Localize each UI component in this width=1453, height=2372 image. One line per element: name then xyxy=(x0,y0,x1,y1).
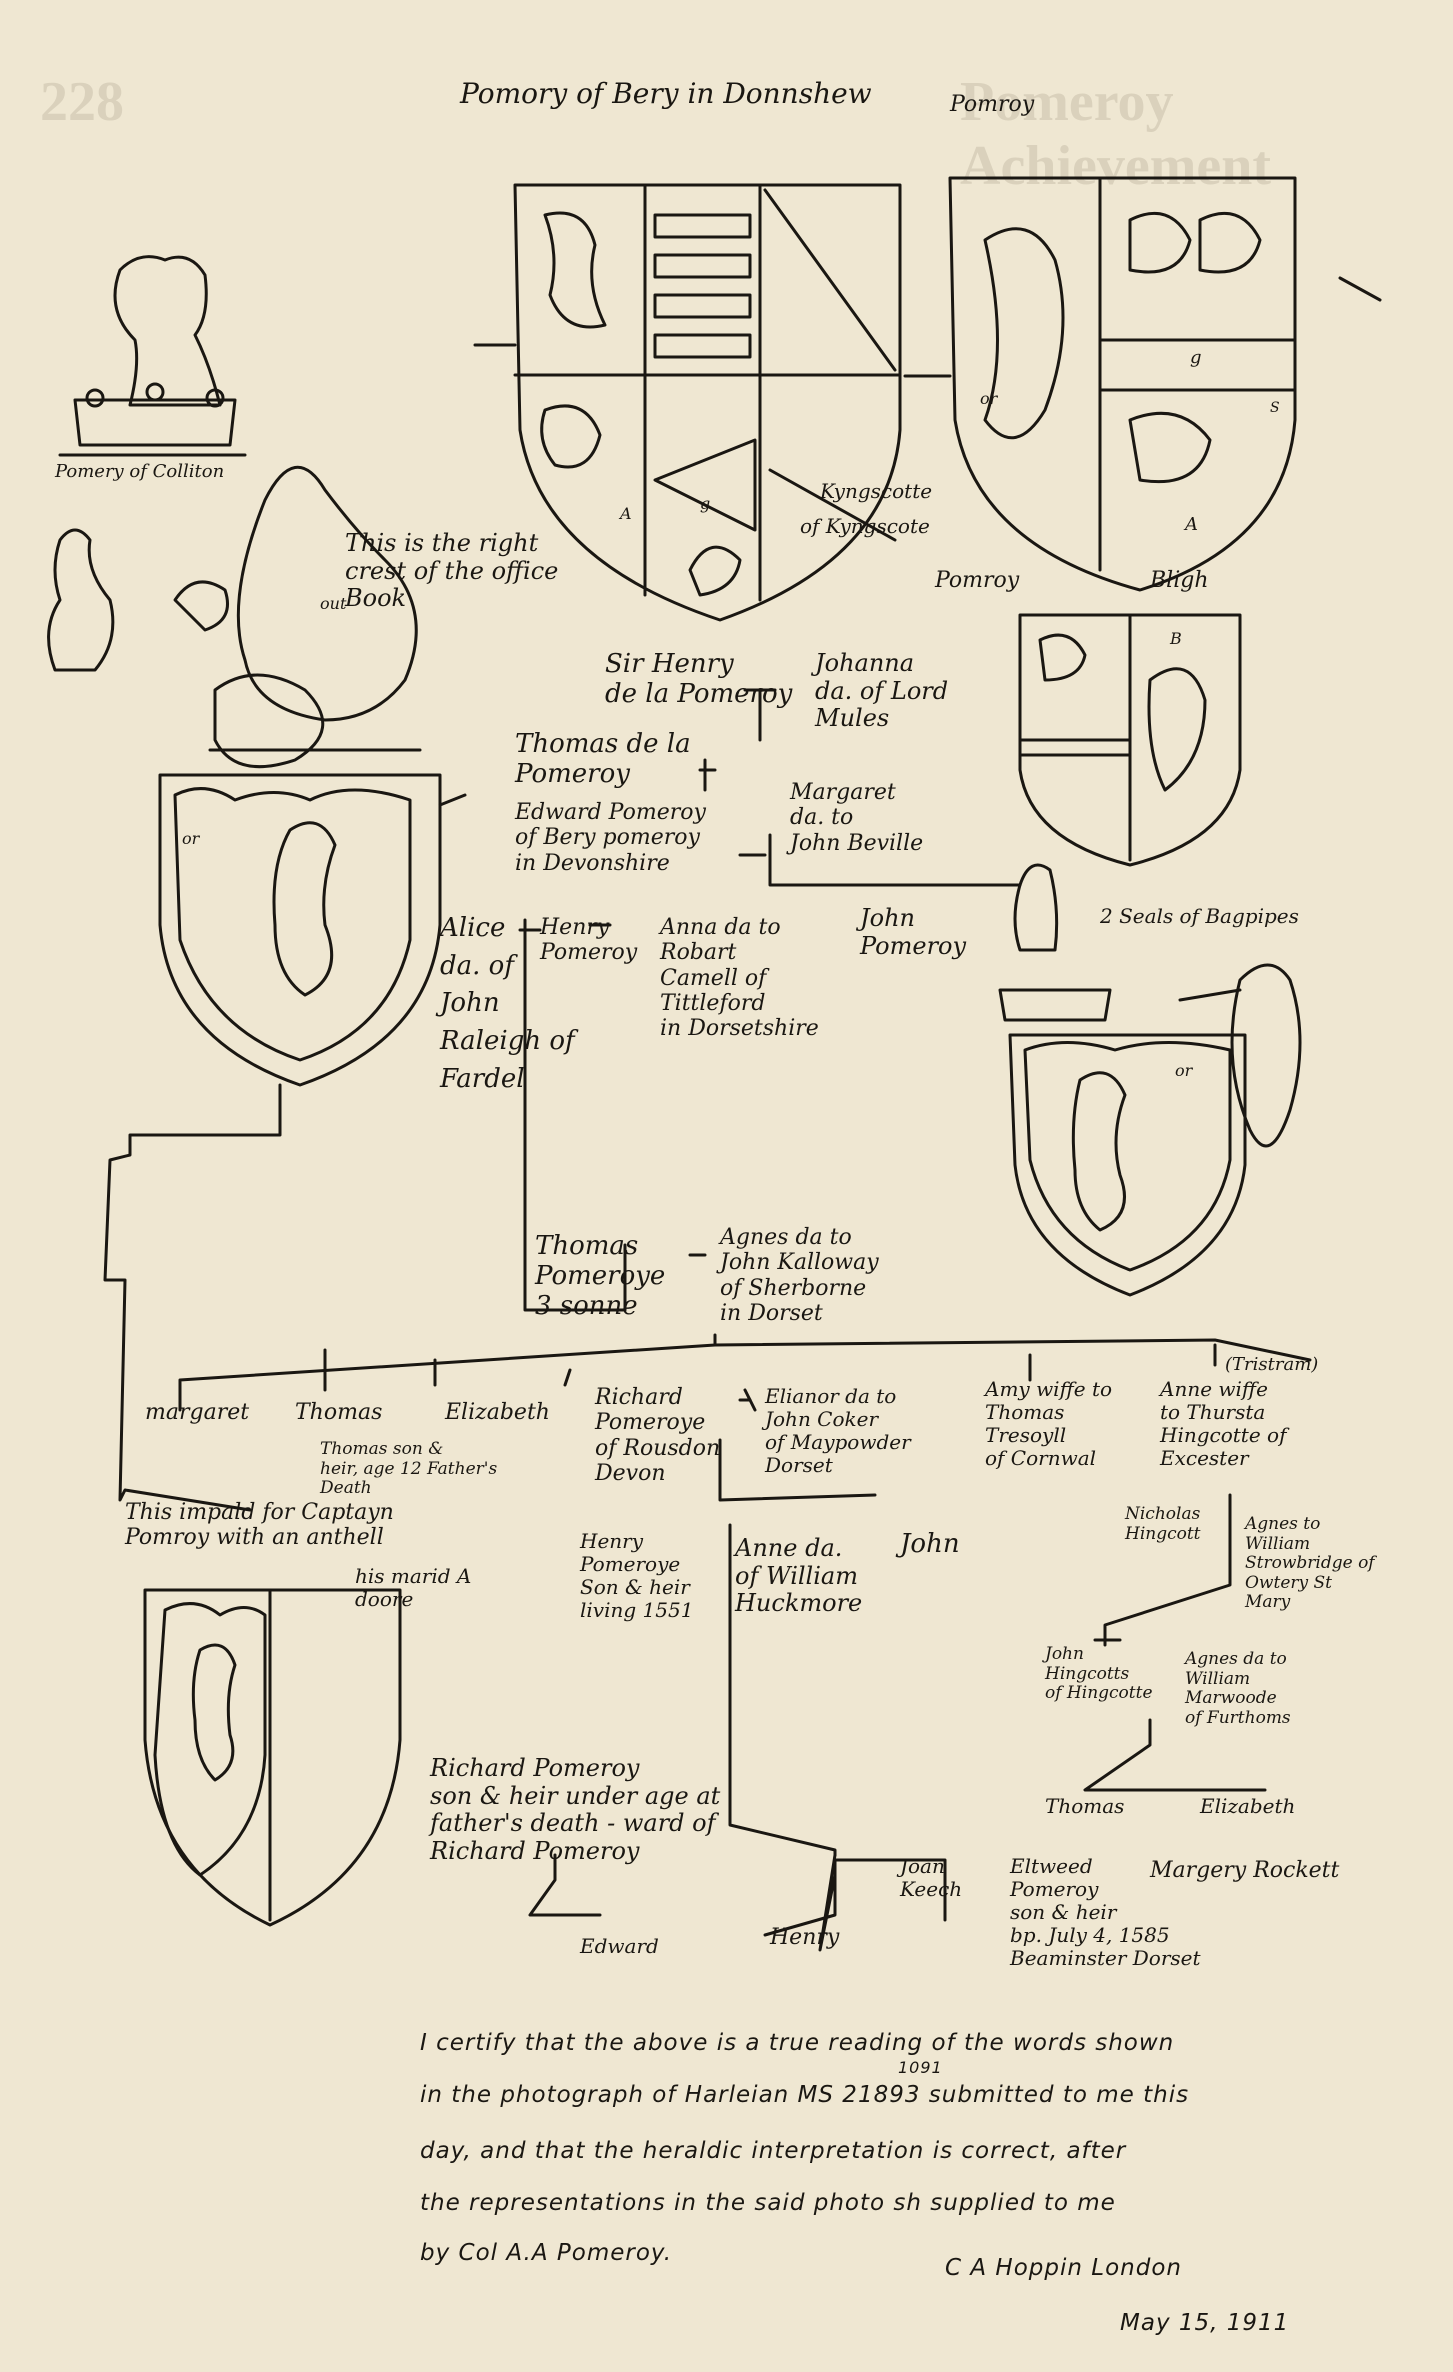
crest-bird-right xyxy=(998,863,1302,1148)
gen7-sibling: John xyxy=(900,1529,960,1559)
crest-colliton xyxy=(58,255,247,457)
married-note: his marid A doore xyxy=(355,1564,472,1611)
crest-out-note: out xyxy=(320,594,347,613)
gen5-husband: Thomas Pomeroye 3 sonne xyxy=(535,1231,666,1321)
tincture-or-3: or xyxy=(1175,1061,1193,1080)
gen4-sibling: John Pomeroy xyxy=(860,904,967,960)
shield-pomeroy-lion-right xyxy=(1008,1033,1247,1297)
gen9-edward: Edward xyxy=(580,1934,659,1958)
gen8: Richard Pomeroy son & heir under age at … xyxy=(430,1754,721,1865)
gen3-wife: Margaret da. to John Beville xyxy=(790,780,924,856)
hingcotte-gs-wife: Agnes da to William Marwoode of Furthoms xyxy=(1185,1649,1291,1728)
seals-note: 2 Seals of Bagpipes xyxy=(1100,904,1299,928)
crest-colliton-caption: Pomery of Colliton xyxy=(55,461,225,482)
hingcotte-gc-thomas: Thomas xyxy=(1045,1794,1125,1818)
child-thomas: Thomas xyxy=(295,1400,383,1425)
shield-pomeroy-lion-left xyxy=(158,773,467,1087)
tincture-a-2: A xyxy=(620,504,632,523)
child-thomas-note: Thomas son & heir, age 12 Father's Death xyxy=(320,1439,498,1499)
hingcotte-grandson: John Hingcotts of Hingcotte xyxy=(1045,1644,1153,1704)
tincture-g-2: g xyxy=(700,494,711,513)
shield-pomeroy-quartered xyxy=(473,183,902,622)
title-right: Pomroy xyxy=(950,92,1035,117)
cert-line-2: in the photograph of Harleian MS 21893 s… xyxy=(420,2082,1190,2108)
tincture-a-1: A xyxy=(1185,514,1198,535)
gen5-wife: Agnes da to John Kalloway of Sherborne i… xyxy=(720,1225,879,1326)
child-elianor: Elianor da to John Coker of Maypowder Do… xyxy=(765,1384,911,1477)
gen1-husband: Sir Henry de la Pomeroy xyxy=(605,649,793,709)
gen3-husband: Edward Pomeroy of Bery pomeroy in Devons… xyxy=(515,800,706,876)
impaled-note: This impald for Captayn Pomroy with an a… xyxy=(125,1500,394,1551)
gen1-wife: Johanna da. of Lord Mules xyxy=(815,649,949,733)
shield-pomroy-bligh xyxy=(903,176,1382,592)
cert-line-4: the representations in the said photo sh… xyxy=(420,2190,1116,2216)
ghost-page-number: 228 xyxy=(40,71,124,133)
tincture-g-1: g xyxy=(1190,347,1202,368)
kyngscotte-note-1: Kyngscotte xyxy=(820,479,933,503)
ghost-heading: Pomeroy Achievement xyxy=(960,71,1272,197)
title-line: Pomory of Bery in Donnshew xyxy=(460,77,872,110)
hingcotte-gc-elizabeth: Elizabeth xyxy=(1200,1794,1296,1818)
hingcotte-son: Nicholas Hingcott xyxy=(1125,1504,1201,1544)
child-richard: Richard Pomeroye of Rousdon Devon xyxy=(595,1385,721,1486)
pedigree-lines xyxy=(103,688,1312,1952)
gen9-henry: Henry xyxy=(770,1925,840,1950)
cert-signature: C A Hoppin London xyxy=(945,2255,1182,2281)
tristram-note: (Tristram) xyxy=(1225,1354,1319,1375)
gen4-wife2: Anna da to Robart Camell of Tittleford i… xyxy=(660,915,819,1042)
tincture-s-1: S xyxy=(1270,400,1280,416)
child-elizabeth: Elizabeth xyxy=(445,1400,550,1425)
child-margaret: margaret xyxy=(145,1400,250,1425)
shield-impaled-captayn xyxy=(143,1588,402,1927)
child-amy: Amy wiffe to Thomas Tresoyll of Cornwal xyxy=(985,1377,1113,1470)
hingcotte-wife: Agnes to William Strowbridge of Owtery S… xyxy=(1245,1514,1375,1613)
tincture-b-1: B xyxy=(1170,629,1182,648)
tincture-or-2: or xyxy=(182,829,200,848)
pomroy-label: Pomroy xyxy=(935,568,1020,593)
eltweed-wife2: Margery Rockett xyxy=(1150,1858,1340,1883)
crest-sketch-left xyxy=(47,528,115,672)
tincture-or-1: or xyxy=(980,389,998,408)
child-anne: Anne wiffe to Thursta Hingcotte of Exces… xyxy=(1160,1377,1287,1470)
gen7-wife: Anne da. of William Huckmore xyxy=(735,1534,863,1618)
crest-office-book-note: This is the right crest of the office Bo… xyxy=(345,529,559,613)
cert-line-1: I certify that the above is a true readi… xyxy=(420,2030,1175,2056)
gen2: Thomas de la Pomeroy xyxy=(515,729,691,789)
gen7-husband: Henry Pomeroye Son & heir living 1551 xyxy=(580,1529,694,1622)
cert-line-3: day, and that the heraldic interpretatio… xyxy=(420,2138,1127,2164)
shield-pomroy-bligh-small xyxy=(1018,613,1242,867)
eltweed: Eltweed Pomeroy son & heir bp. July 4, 1… xyxy=(1010,1854,1201,1970)
bligh-label: Bligh xyxy=(1150,568,1209,593)
gen4-husband: Henry Pomeroy xyxy=(540,915,638,966)
cert-date: May 15, 1911 xyxy=(1120,2310,1290,2336)
cert-ms-correction: 1091 xyxy=(898,2058,943,2077)
cert-line-5: by Col A.A Pomeroy. xyxy=(420,2240,673,2266)
gen4-wife1: Alice da. of John Raleigh of Fardel xyxy=(440,913,575,1094)
kyngscotte-note-2: of Kyngscote xyxy=(800,514,930,538)
crest-lion-helm xyxy=(173,465,422,769)
eltweed-wife1: Joan Keech xyxy=(900,1854,963,1901)
